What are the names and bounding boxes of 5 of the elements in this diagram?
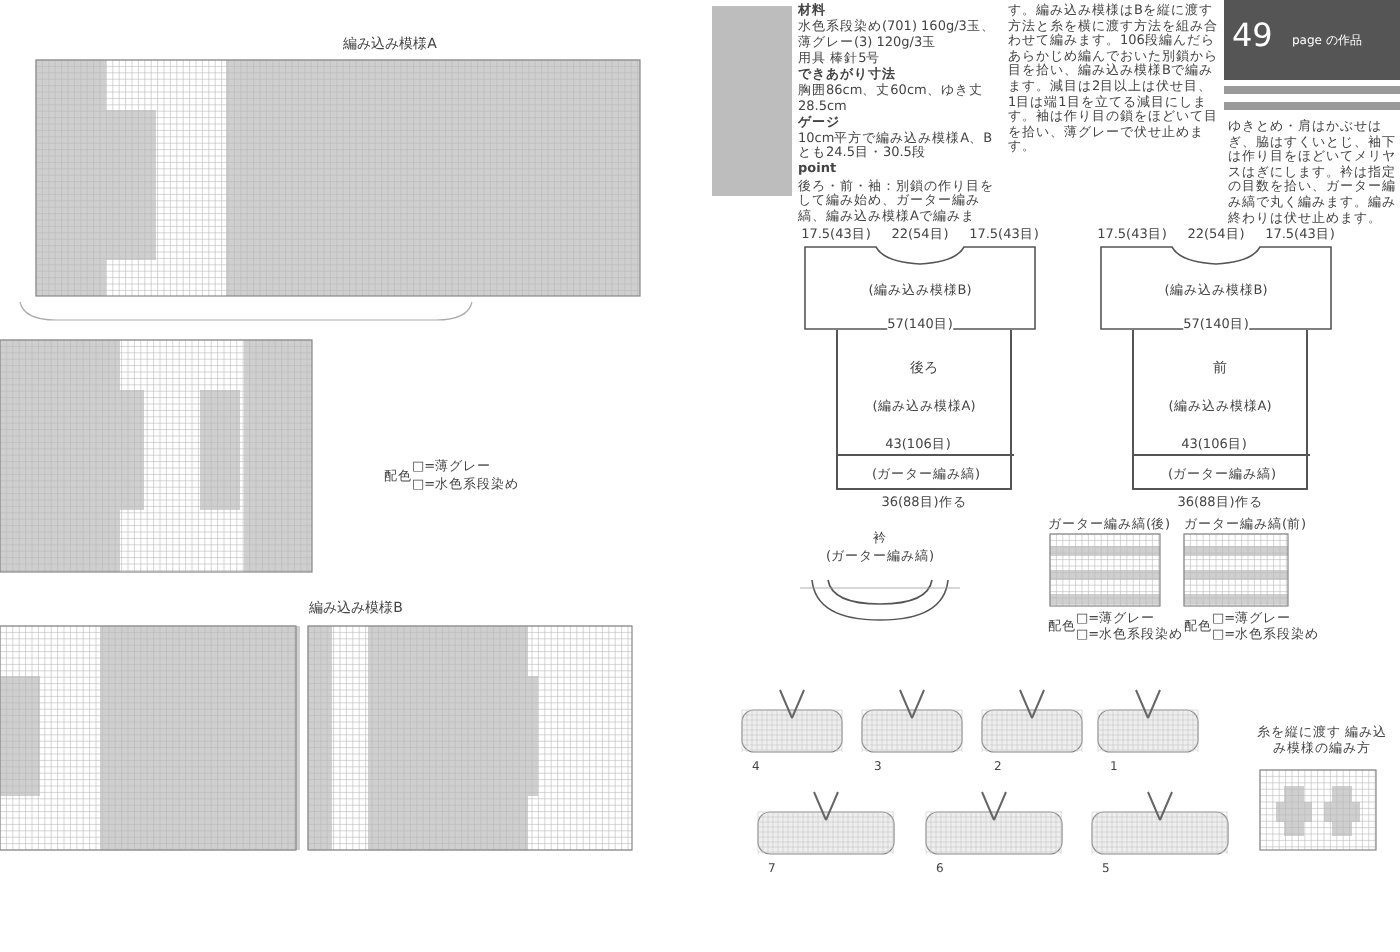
body-piece <box>1132 330 1308 490</box>
page-number: 49 <box>1232 20 1275 52</box>
yoke-piece <box>804 246 1036 330</box>
yoke-piece <box>1100 246 1332 330</box>
body-piece <box>836 330 1012 490</box>
